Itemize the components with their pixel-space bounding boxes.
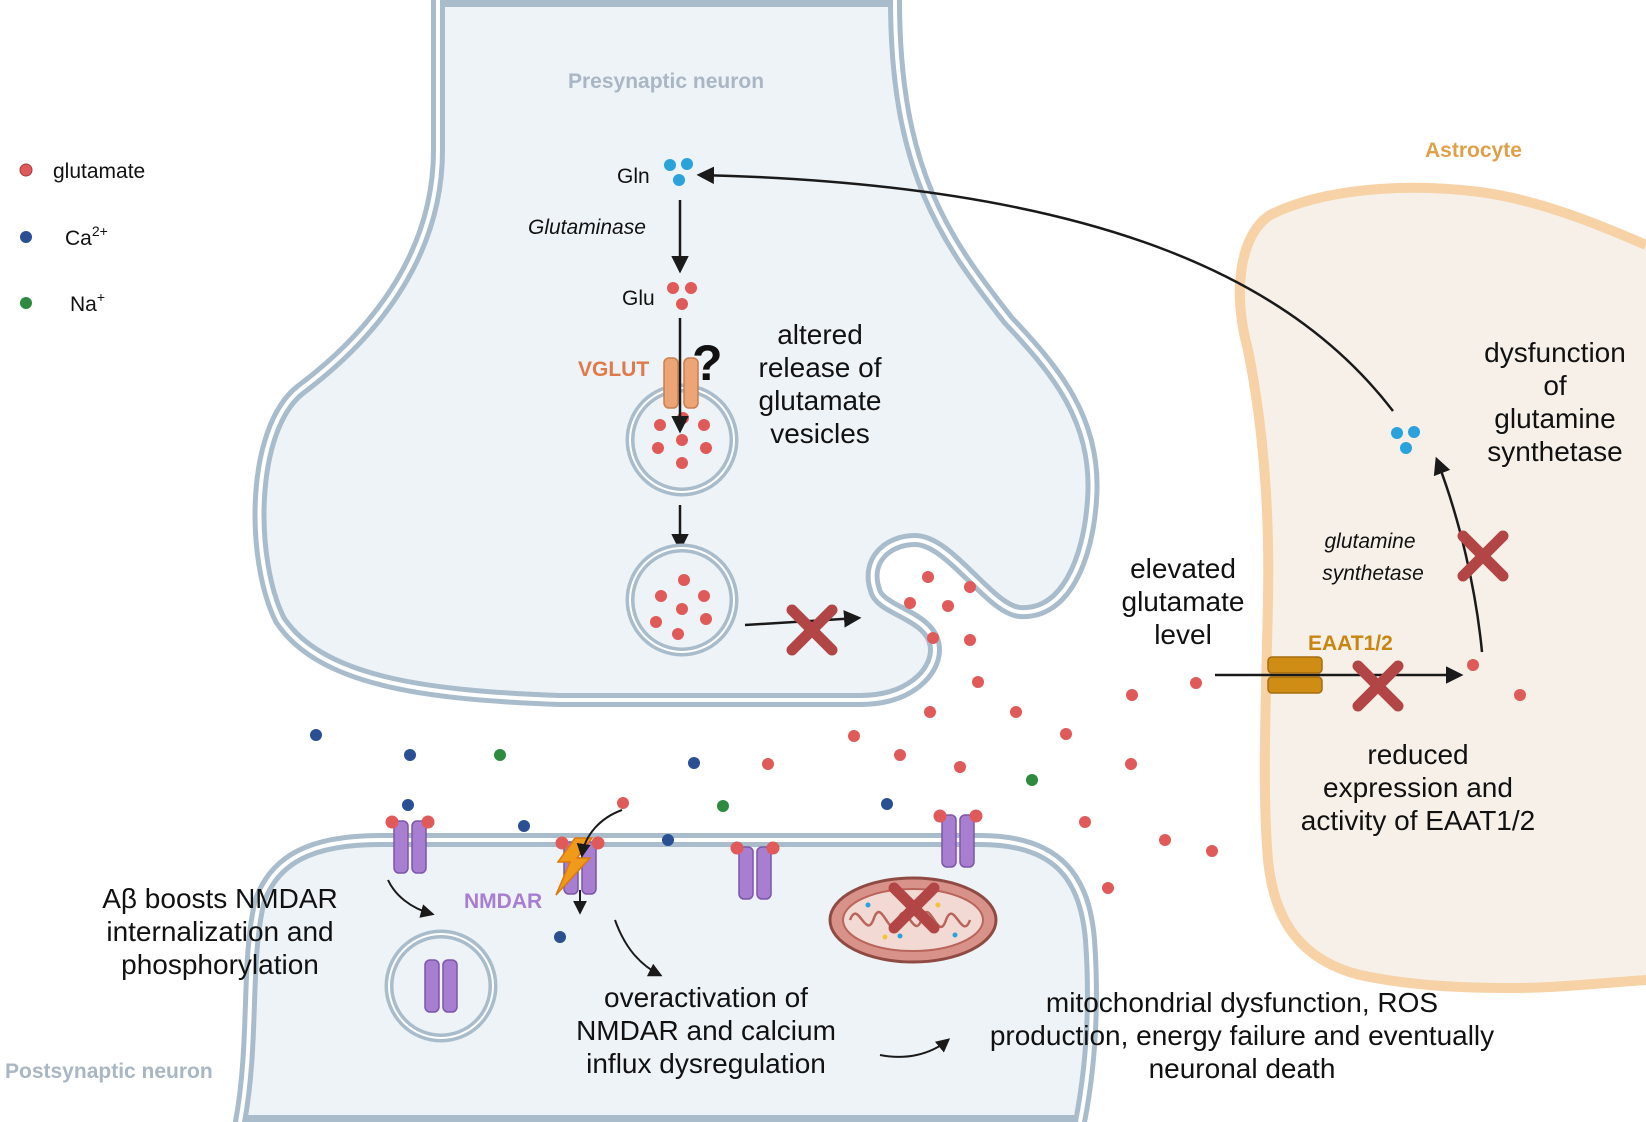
- nmdar-label: NMDAR: [464, 890, 542, 913]
- glutamine-cluster-astrocyte: [1391, 426, 1420, 454]
- cleft-glutamate: [617, 571, 1218, 894]
- legend-glutamate-label: glutamate: [53, 160, 145, 183]
- internalization-arrow: [387, 879, 435, 918]
- svg-text:mitochondrial dysfunction, ROS: mitochondrial dysfunction, ROS: [1046, 987, 1438, 1018]
- glutamate-binding-arrow: [576, 809, 623, 858]
- presynaptic-neuron: [252, 0, 1100, 707]
- svg-text:release of: release of: [759, 352, 882, 383]
- cleft-calcium: [310, 729, 893, 943]
- legend-calcium-dot: [20, 231, 32, 243]
- svg-text:level: level: [1154, 619, 1212, 650]
- astrocyte: [1234, 182, 1646, 993]
- dysfunction-gs-annotation: dysfunction of glutamine synthetase: [1484, 337, 1626, 467]
- glu-label: Glu: [622, 287, 655, 310]
- svg-text:vesicles: vesicles: [770, 418, 870, 449]
- svg-text:overactivation of: overactivation of: [604, 982, 808, 1013]
- eaat-transporter: [1267, 656, 1323, 694]
- svg-text:activity of EAAT1/2: activity of EAAT1/2: [1301, 805, 1535, 836]
- docking-vesicle: [625, 543, 739, 657]
- gln-label: Gln: [617, 165, 650, 188]
- abeta-annotation: Aβ boosts NMDAR internalization and phos…: [102, 883, 338, 980]
- astrocyte-glutamate-1: [1467, 659, 1479, 671]
- nmdar-receptor-1: [385, 815, 435, 874]
- overactivation-annotation: overactivation of NMDAR and calcium infl…: [576, 982, 836, 1079]
- mito-annotation: mitochondrial dysfunction, ROS productio…: [990, 987, 1494, 1084]
- death-arrow: [879, 1038, 951, 1058]
- question-mark: ?: [692, 335, 723, 391]
- svg-text:altered: altered: [777, 319, 863, 350]
- gs-enzyme-label-1: glutamine: [1324, 530, 1415, 553]
- altered-release-annotation: altered release of glutamate vesicles: [759, 319, 882, 449]
- nmdar-receptor-4: [933, 809, 983, 868]
- glutamine-return-arrow: [696, 166, 1394, 412]
- elevated-annotation: elevated glutamate level: [1122, 553, 1245, 650]
- gs-conversion-arrow: [1433, 456, 1484, 653]
- legend-sodium-dot: [20, 297, 32, 309]
- astrocyte-label: Astrocyte: [1425, 139, 1522, 162]
- cleft-sodium: [494, 749, 1038, 812]
- svg-text:neuronal death: neuronal death: [1149, 1053, 1336, 1084]
- legend-sodium-label: Na+: [70, 289, 105, 316]
- reduced-eaat-annotation: reduced expression and activity of EAAT1…: [1301, 739, 1535, 836]
- svg-text:phosphorylation: phosphorylation: [121, 949, 319, 980]
- svg-text:influx dysregulation: influx dysregulation: [586, 1048, 826, 1079]
- glutaminase-label: Glutaminase: [528, 216, 646, 239]
- internalized-nmdar-vesicle: [384, 929, 498, 1043]
- presynaptic-label: Presynaptic neuron: [568, 70, 764, 93]
- svg-text:internalization and: internalization and: [106, 916, 333, 947]
- svg-text:glutamate: glutamate: [1122, 586, 1245, 617]
- postsynaptic-label: Postsynaptic neuron: [5, 1060, 213, 1083]
- nmdar-receptor-2: [555, 836, 605, 895]
- svg-text:of: of: [1543, 370, 1567, 401]
- svg-text:NMDAR and calcium: NMDAR and calcium: [576, 1015, 836, 1046]
- svg-text:glutamate: glutamate: [759, 385, 882, 416]
- lightning-icon: [555, 837, 594, 896]
- overactivation-arrow: [614, 919, 663, 977]
- glutamate-cluster-presynaptic: [667, 282, 697, 310]
- legend-calcium-label: Ca2+: [65, 223, 108, 250]
- svg-text:Aβ boosts NMDAR: Aβ boosts NMDAR: [102, 883, 338, 914]
- mitochondrion: [828, 876, 998, 964]
- vglut-transporter: [663, 357, 699, 409]
- vglut-label: VGLUT: [578, 358, 649, 381]
- svg-text:expression and: expression and: [1323, 772, 1513, 803]
- svg-text:elevated: elevated: [1130, 553, 1236, 584]
- postsynaptic-neuron: [233, 833, 1099, 1122]
- nmdar-receptor-3: [730, 841, 780, 900]
- svg-text:production, energy failure and: production, energy failure and eventuall…: [990, 1020, 1494, 1051]
- eaat-label: EAAT1/2: [1308, 632, 1393, 655]
- svg-text:glutamine: glutamine: [1494, 403, 1615, 434]
- glutamine-cluster-presynaptic: [664, 158, 693, 186]
- astrocyte-glutamate-2: [1514, 689, 1526, 701]
- legend: glutamate Ca2+ Na+: [19, 160, 145, 316]
- gs-enzyme-label-2: synthetase: [1322, 562, 1424, 585]
- svg-text:reduced: reduced: [1367, 739, 1468, 770]
- svg-text:synthetase: synthetase: [1487, 436, 1622, 467]
- svg-text:dysfunction: dysfunction: [1484, 337, 1626, 368]
- loading-vesicle: [625, 383, 739, 497]
- legend-glutamate-dot: [19, 163, 33, 177]
